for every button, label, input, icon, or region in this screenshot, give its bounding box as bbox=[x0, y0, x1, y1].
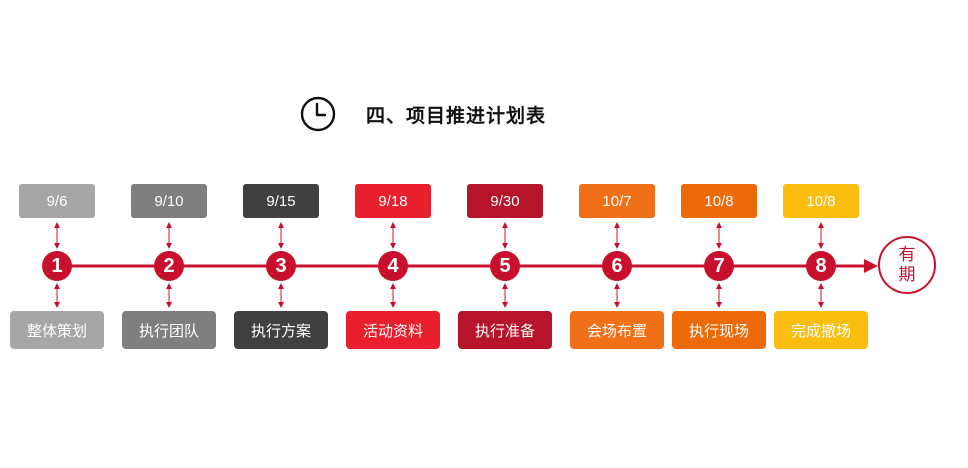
connector-arrow-top bbox=[54, 222, 60, 249]
end-label-line2: 期 bbox=[898, 265, 916, 285]
connector-arrow-bottom bbox=[716, 283, 722, 308]
connector-arrow-top bbox=[818, 222, 824, 249]
header: 四、项目推进计划表 bbox=[300, 96, 546, 132]
connector-arrow-top bbox=[278, 222, 284, 249]
step-number: 5 bbox=[490, 251, 520, 281]
timeline-arrowhead bbox=[864, 259, 878, 273]
date-box: 9/15 bbox=[243, 184, 319, 218]
step-number: 1 bbox=[42, 251, 72, 281]
connector-arrow-bottom bbox=[818, 283, 824, 308]
date-box: 10/7 bbox=[579, 184, 655, 218]
task-box: 执行团队 bbox=[122, 311, 216, 349]
task-box: 会场布置 bbox=[570, 311, 664, 349]
connector-arrow-bottom bbox=[390, 283, 396, 308]
step-number: 3 bbox=[266, 251, 296, 281]
connector-arrow-top bbox=[166, 222, 172, 249]
date-box: 9/10 bbox=[131, 184, 207, 218]
date-box: 10/8 bbox=[681, 184, 757, 218]
end-label-line1: 有 bbox=[898, 245, 916, 265]
connector-arrow-bottom bbox=[54, 283, 60, 308]
connector-arrow-bottom bbox=[166, 283, 172, 308]
step-number: 8 bbox=[806, 251, 836, 281]
connector-arrow-bottom bbox=[278, 283, 284, 308]
task-box: 执行准备 bbox=[458, 311, 552, 349]
date-box: 9/6 bbox=[19, 184, 95, 218]
page-title: 四、项目推进计划表 bbox=[366, 104, 547, 127]
clock-icon bbox=[300, 96, 336, 132]
connector-arrow-top bbox=[716, 222, 722, 249]
date-box: 9/30 bbox=[467, 184, 543, 218]
task-box: 执行方案 bbox=[234, 311, 328, 349]
connector-arrow-top bbox=[502, 222, 508, 249]
task-box: 整体策划 bbox=[10, 311, 104, 349]
task-box: 完成撤场 bbox=[774, 311, 868, 349]
task-box: 活动资料 bbox=[346, 311, 440, 349]
task-box: 执行现场 bbox=[672, 311, 766, 349]
connector-arrow-bottom bbox=[502, 283, 508, 308]
step-number: 7 bbox=[704, 251, 734, 281]
step-number: 4 bbox=[378, 251, 408, 281]
end-circle: 有 期 bbox=[878, 236, 936, 294]
connector-arrow-bottom bbox=[614, 283, 620, 308]
step-number: 2 bbox=[154, 251, 184, 281]
connector-arrow-top bbox=[390, 222, 396, 249]
step-number: 6 bbox=[602, 251, 632, 281]
date-box: 9/18 bbox=[355, 184, 431, 218]
date-box: 10/8 bbox=[783, 184, 859, 218]
connector-arrow-top bbox=[614, 222, 620, 249]
